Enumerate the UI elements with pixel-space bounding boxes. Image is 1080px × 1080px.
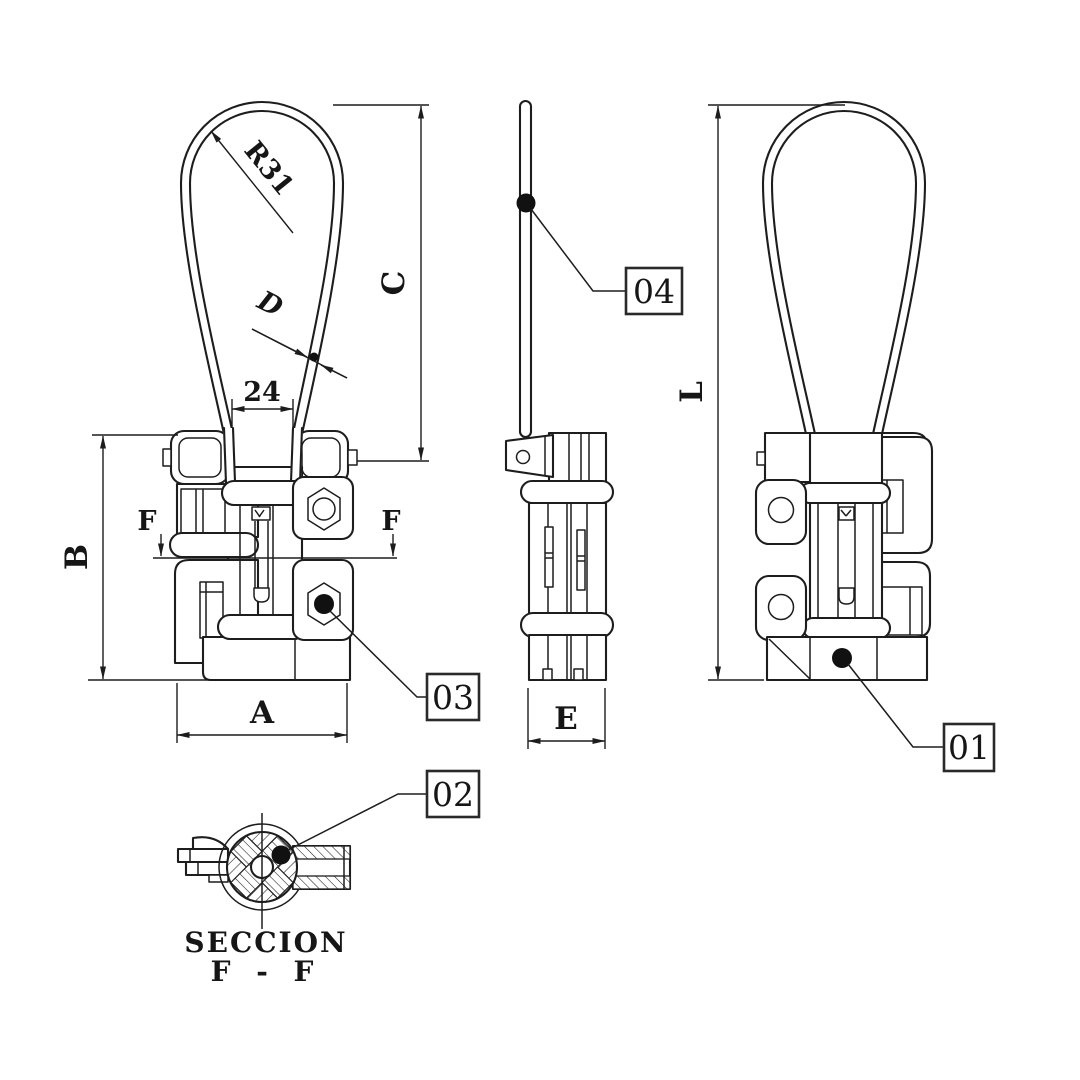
callout-01-box bbox=[942, 722, 996, 773]
callout-04: 04 bbox=[516, 193, 684, 316]
rear-body bbox=[754, 431, 934, 682]
dim-a: A bbox=[176, 683, 348, 743]
dim-e-label: E bbox=[554, 701, 578, 737]
callout-02: 02 bbox=[271, 769, 481, 865]
callout-03-dot bbox=[314, 594, 334, 614]
rear-hole-lower bbox=[767, 593, 795, 621]
front-bolt bbox=[239, 505, 274, 615]
side-body bbox=[504, 431, 615, 682]
section-plane-label-left: F bbox=[137, 506, 156, 537]
rear-view: L 01 bbox=[674, 100, 996, 773]
section-title: SECCION F - F bbox=[184, 926, 347, 988]
dim-c-label: C bbox=[376, 271, 412, 296]
dim-24-label: 24 bbox=[243, 377, 281, 408]
dim-l-label: L bbox=[674, 381, 710, 403]
section-view: 02 SECCION F - F bbox=[176, 769, 481, 988]
callout-02-box bbox=[425, 769, 481, 819]
callout-03-label: 03 bbox=[432, 678, 474, 717]
dim-l: L bbox=[674, 104, 845, 681]
side-view: E 04 bbox=[504, 99, 684, 749]
callout-04-dot bbox=[516, 193, 536, 213]
side-bail-rod bbox=[518, 99, 533, 439]
section-subtitle-label: F - F bbox=[211, 955, 322, 988]
section-lever bbox=[176, 836, 230, 883]
dim-c: C bbox=[333, 104, 429, 462]
section-insert-circle bbox=[225, 813, 299, 929]
callout-03: 03 bbox=[314, 594, 481, 722]
callout-01-label: 01 bbox=[948, 728, 990, 767]
callout-03-box bbox=[425, 672, 481, 722]
dim-b: B bbox=[59, 434, 330, 681]
callout-01-dot bbox=[832, 648, 852, 668]
dim-e: E bbox=[527, 688, 606, 749]
dim-a-label: A bbox=[249, 695, 275, 731]
callout-01: 01 bbox=[832, 648, 996, 773]
section-plane-ff: F F bbox=[137, 506, 401, 559]
front-keeper-left bbox=[162, 429, 231, 486]
rear-hole-upper bbox=[767, 496, 795, 524]
rear-bail-loop bbox=[761, 100, 927, 435]
callout-02-label: 02 bbox=[432, 775, 474, 814]
callout-04-label: 04 bbox=[633, 272, 675, 311]
front-body-upper bbox=[168, 475, 355, 559]
rear-bolt bbox=[837, 503, 856, 618]
section-plane-label-right: F bbox=[381, 506, 400, 537]
callout-04-box bbox=[624, 266, 684, 316]
dim-b-label: B bbox=[59, 544, 95, 570]
dim-24: 24 bbox=[231, 377, 294, 428]
callout-02-dot bbox=[271, 845, 291, 865]
section-bolt bbox=[291, 844, 352, 891]
section-title-label: SECCION bbox=[184, 926, 347, 959]
